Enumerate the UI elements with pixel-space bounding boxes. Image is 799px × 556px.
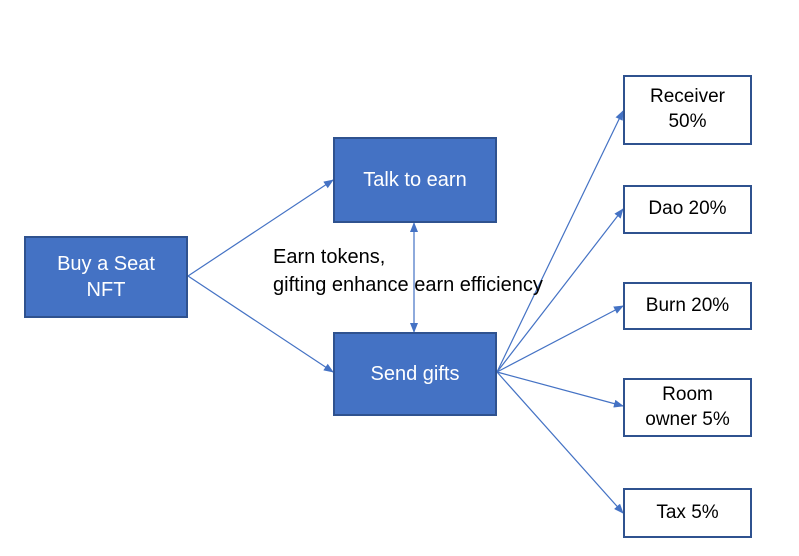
send-gifts-label: Send gifts <box>370 363 460 385</box>
burn-box: Burn 20% <box>623 282 752 330</box>
arrow-gifts-to-room-owner <box>496 371 624 408</box>
annotation-text: Earn tokens, gifting enhance earn effici… <box>273 243 543 299</box>
arrow-gifts-to-dao <box>496 208 624 373</box>
arrow-buy-to-gifts <box>187 275 334 373</box>
buy-seat-nft-box: Buy a Seat NFT <box>24 236 188 318</box>
tax-box: Tax 5% <box>623 488 752 538</box>
talk-to-earn-box: Talk to earn <box>333 137 497 223</box>
arrow-gifts-to-burn <box>496 305 624 373</box>
receiver-label: Receiver 50% <box>650 86 725 132</box>
dao-label: Dao 20% <box>648 198 727 220</box>
buy-seat-nft-label: Buy a Seat NFT <box>57 253 155 301</box>
receiver-box: Receiver 50% <box>623 75 752 145</box>
annotation-line-1: Earn tokens, <box>273 246 386 268</box>
annotation-line-2: gifting enhance earn efficiency <box>273 274 543 296</box>
dao-box: Dao 20% <box>623 185 752 234</box>
arrow-gifts-to-tax <box>496 371 624 514</box>
room-owner-box: Room owner 5% <box>623 378 752 437</box>
send-gifts-box: Send gifts <box>333 332 497 416</box>
room-owner-label: Room owner 5% <box>645 383 730 430</box>
arrow-buy-to-talk <box>187 179 334 277</box>
burn-label: Burn 20% <box>645 294 730 316</box>
arrow-gifts-to-receiver <box>496 110 624 373</box>
tax-label: Tax 5% <box>656 501 719 523</box>
talk-to-earn-label: Talk to earn <box>363 169 467 191</box>
